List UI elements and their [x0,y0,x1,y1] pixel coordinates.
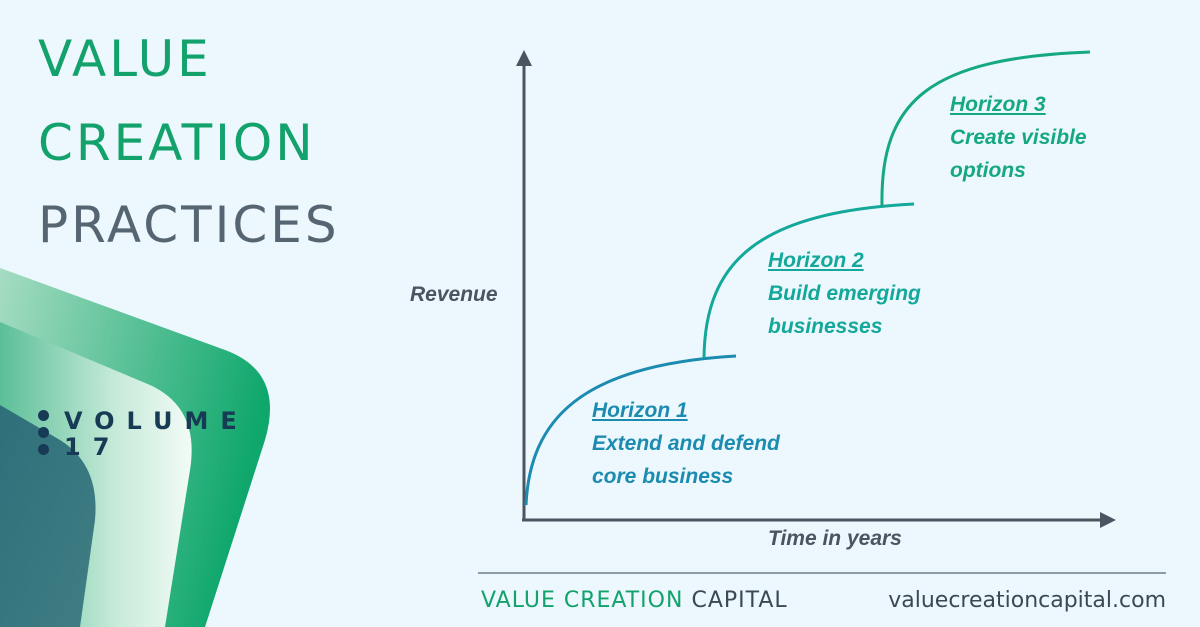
x-axis-label: Time in years [768,527,902,550]
x-axis [522,512,1116,528]
volume-label: VOLUME 17 [64,407,249,461]
horizon-2-label: Horizon 2 Build emerging businesses [768,244,998,343]
brand-part-1: VALUE CREATION [481,588,684,613]
footer-divider [478,572,1166,574]
horizon-3-curve [880,50,1091,207]
x-axis-arrow-icon [1100,512,1116,528]
footer-brand: VALUE CREATION CAPITAL [481,588,788,613]
horizon-3-desc: Create visible options [950,126,1087,182]
decorative-shapes [0,268,270,627]
horizon-3-label: Horizon 3 Create visible options [950,88,1130,187]
deco-shape-inner [0,405,96,627]
horizon-1-desc: Extend and defend core business [592,432,780,488]
dots-icon [38,410,49,455]
horizon-2-desc: Build emerging businesses [768,282,921,338]
website-link[interactable]: valuecreationcapital.com [888,588,1166,613]
horizon-2-name: Horizon 2 [768,249,864,272]
horizon-1-name: Horizon 1 [592,399,688,422]
y-axis-arrow-icon [516,50,532,66]
horizon-3-name: Horizon 3 [950,93,1046,116]
title-line-3: PRACTICES [38,196,340,254]
title-line-1: VALUE [38,30,212,88]
y-axis [516,50,532,520]
brand-part-2: CAPITAL [691,588,788,613]
horizon-2-curve [702,202,915,359]
title-line-2: CREATION [38,114,316,172]
y-axis-label: Revenue [410,283,498,306]
horizon-1-label: Horizon 1 Extend and defend core busines… [592,394,822,493]
horizon-1-curve [524,354,737,506]
volume-badge: VOLUME 17 [38,408,237,461]
